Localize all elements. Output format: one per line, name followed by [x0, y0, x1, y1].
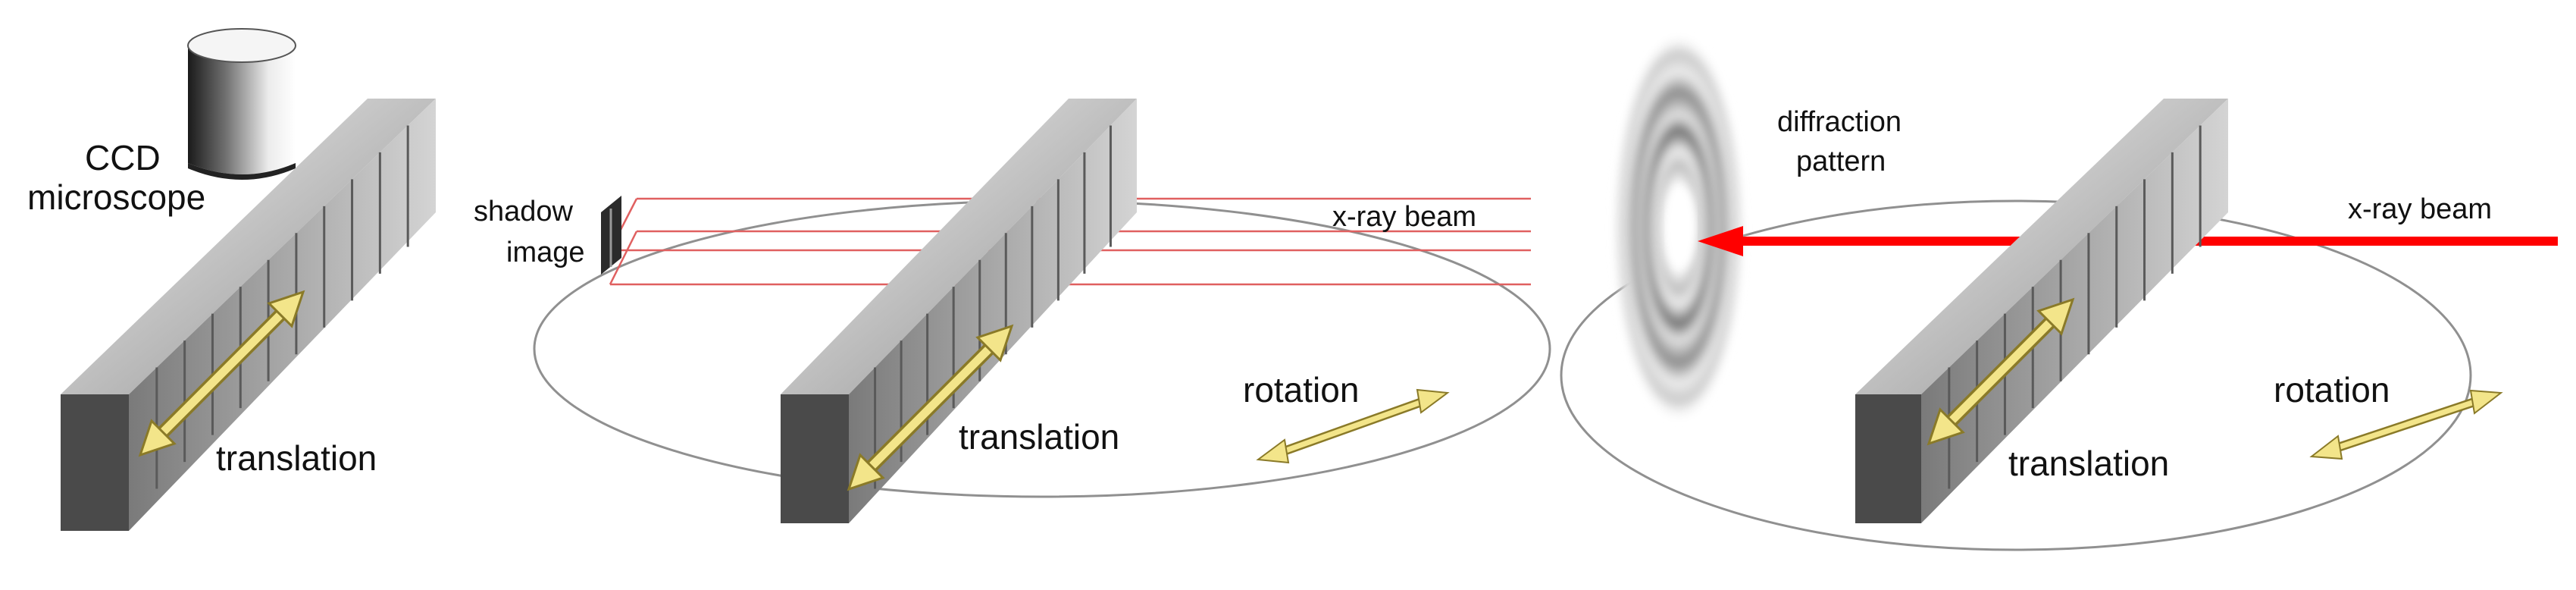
beam-label-3: x-ray beam [2348, 193, 2493, 225]
translation-label-3: translation [2008, 444, 2170, 483]
shadow-image-screen [601, 196, 621, 275]
ccd-camera-icon [187, 28, 296, 180]
translation-arrow-2 [847, 324, 1014, 491]
diffraction-label: diffraction [1777, 106, 1902, 138]
panel-2-shadow-imaging [533, 99, 1551, 523]
translation-arrow-1 [138, 290, 305, 457]
rotation-label-3: rotation [2274, 370, 2390, 410]
image-label: image [506, 237, 585, 268]
rotation-ellipse-3 [1560, 199, 2472, 551]
microscope-label: microscope [27, 177, 206, 217]
shadow-label: shadow [474, 196, 573, 228]
sample-bar-2 [781, 99, 1137, 523]
ccd-label: CCD [85, 138, 161, 177]
pattern-label: pattern [1796, 146, 1886, 177]
beam-label-2: x-ray beam [1332, 201, 1477, 233]
panel-3-diffraction [1560, 34, 2558, 551]
rotation-arrow-2 [1256, 388, 1450, 464]
rotation-label-2: rotation [1243, 370, 1360, 410]
translation-label-2: translation [959, 417, 1120, 457]
panel-1-ccd-setup [61, 28, 436, 531]
translation-label-1: translation [216, 438, 377, 478]
translation-arrow-3 [1927, 297, 2075, 446]
diffraction-pattern-image [1614, 34, 1743, 421]
rotation-arrow-3 [2309, 389, 2503, 460]
sample-bar-3 [1855, 99, 2228, 523]
